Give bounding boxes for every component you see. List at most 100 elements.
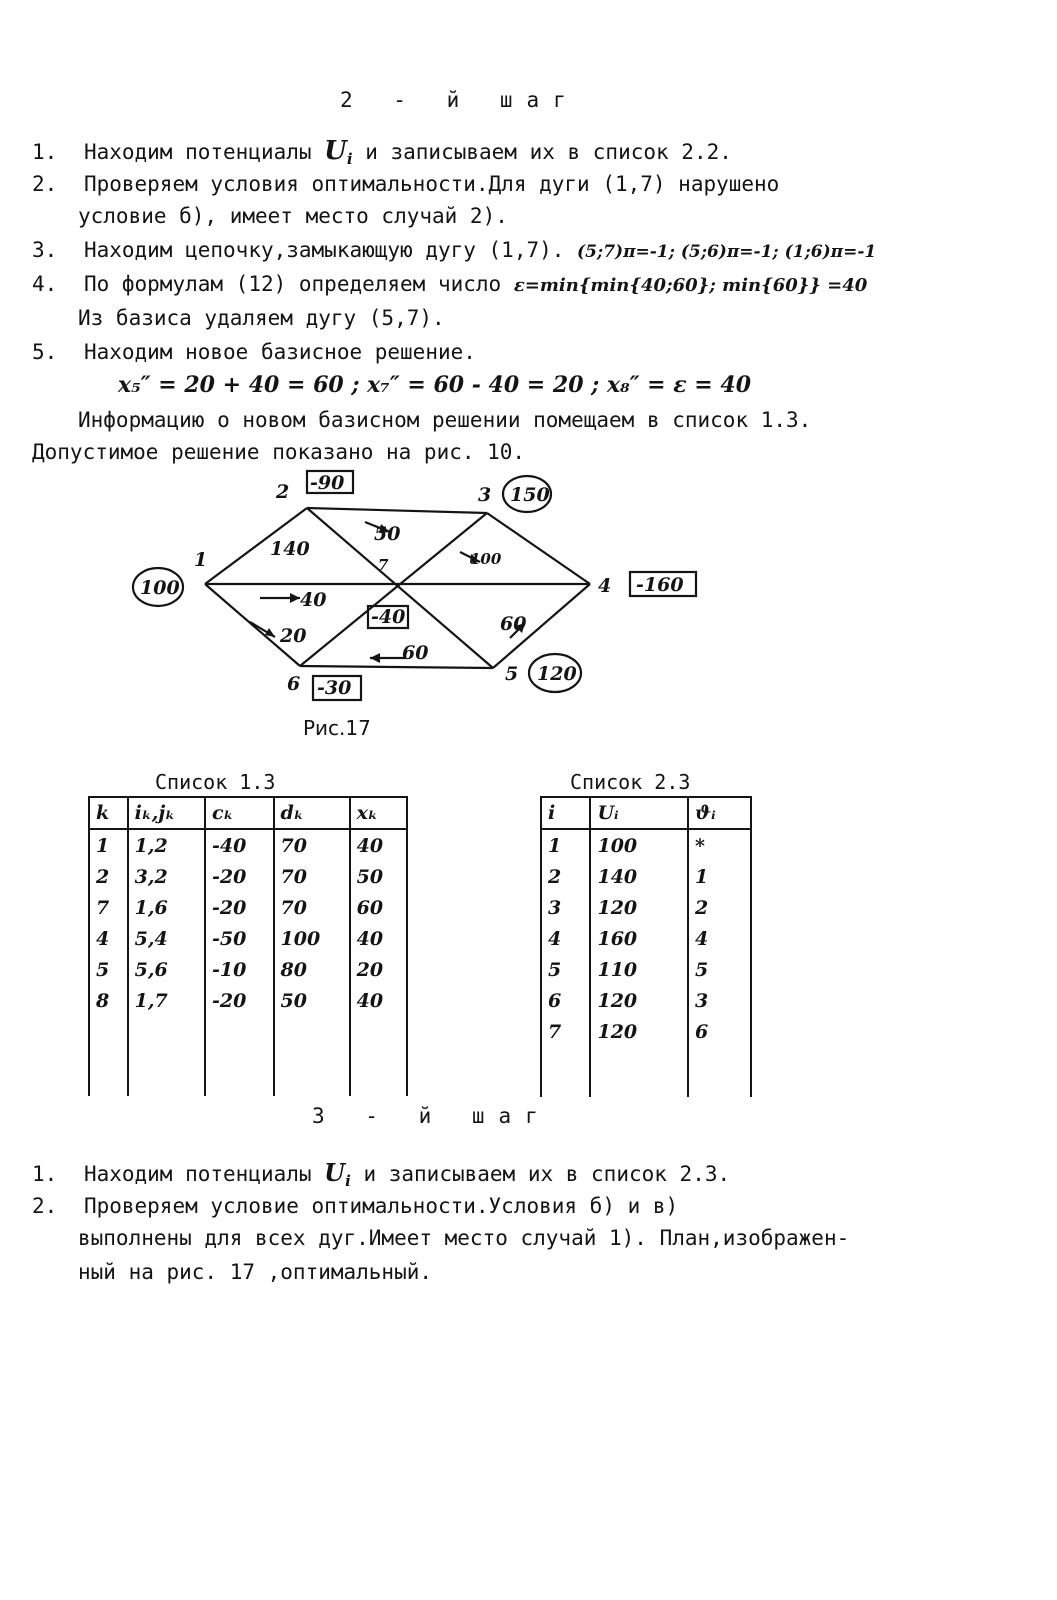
- figure-caption: Рис.17: [303, 716, 371, 740]
- edge-label-6-5: 60: [402, 642, 428, 664]
- cell: 2: [539, 861, 592, 892]
- node-5-value: 120: [537, 663, 577, 685]
- cell: 5: [539, 954, 592, 985]
- potential-symbol: U: [324, 1158, 346, 1187]
- node-3-value: 150: [510, 484, 550, 506]
- cell: -20: [204, 985, 275, 1016]
- list13-title: Список 1.3: [155, 770, 276, 794]
- cell: -20: [204, 861, 275, 892]
- item-text: Из базиса удаляем дугу (5,7).: [78, 306, 445, 330]
- cell: 1,6: [126, 892, 207, 923]
- node-5-label: 5: [505, 663, 518, 685]
- node-1-label: 1: [194, 549, 207, 571]
- list13-table: k iₖ,jₖ cₖ dₖ xₖ 1 1,2 -40 70 40 2 3,2 -…: [88, 796, 409, 1096]
- edge-5-4: [492, 583, 591, 669]
- item-text: ный на рис. 17 ,оптимальный.: [78, 1260, 433, 1284]
- node-6-label: 6: [287, 673, 300, 695]
- edge-label-1-4: 40: [300, 589, 326, 611]
- table-row: 6 120 3: [539, 985, 753, 1016]
- cell: 20: [348, 954, 409, 985]
- edge-label-5-4: 60: [500, 613, 526, 635]
- cell: 3: [686, 985, 753, 1016]
- node-6-value: -30: [317, 677, 351, 699]
- step2-title: 2 - й шаг: [340, 88, 580, 112]
- table-filler-row: [539, 1047, 753, 1097]
- edge-label-2-3: 50: [374, 523, 400, 545]
- item-text: Проверяем условие оптимальности.Условия …: [83, 1194, 679, 1218]
- paragraph-feasible: Допустимое решение показано на рис. 10.: [32, 440, 526, 464]
- item-number: 1.: [32, 140, 58, 164]
- cell: -20: [204, 892, 275, 923]
- node-4-value: -160: [636, 574, 684, 596]
- cell: 40: [348, 985, 409, 1016]
- list23-title: Список 2.3: [570, 770, 691, 794]
- cell: 5,6: [126, 954, 207, 985]
- network-figure: 100 1 -90 2 150 3 -160 4 -40 7 120 5 -30…: [131, 469, 698, 702]
- item-text: Находим потенциалы: [83, 1162, 325, 1186]
- cell: 120: [589, 1016, 689, 1047]
- table-row: 8 1,7 -20 50 40: [88, 985, 409, 1016]
- cell: -40: [204, 829, 275, 861]
- cell: 1: [686, 861, 753, 892]
- list13-header-ij: iₖ,jₖ: [126, 796, 207, 830]
- node-6-box: [311, 674, 363, 702]
- step3-item-2: 2. Проверяем условие оптимальности.Услов…: [32, 1194, 678, 1218]
- step3-title: 3 - й шаг: [312, 1104, 552, 1128]
- item-text: условие б), имеет место случай 2).: [78, 204, 508, 228]
- cell: -50: [204, 923, 275, 954]
- cell: 8: [88, 985, 129, 1016]
- list23-header-u: Uᵢ: [589, 796, 689, 830]
- item-tail: и записываем их в список 2.2.: [365, 140, 732, 164]
- table-row: 1 1,2 -40 70 40: [88, 829, 409, 861]
- cell: 40: [348, 923, 409, 954]
- table-row: 1 100 *: [539, 829, 753, 861]
- table-row: 7 1,6 -20 70 60: [88, 892, 409, 923]
- new-solution-formula: x₅″ = 20 + 40 = 60 ; x₇″ = 60 - 40 = 20 …: [118, 372, 752, 398]
- cell: 140: [589, 861, 689, 892]
- cell: 5: [88, 954, 129, 985]
- node-1-circle: [131, 566, 185, 608]
- potential-subscript: i: [346, 150, 353, 169]
- cell: 4: [686, 923, 753, 954]
- cell: 5,4: [126, 923, 207, 954]
- cell: 160: [589, 923, 689, 954]
- item-text: Проверяем условия оптимальности.Для дуги…: [83, 172, 780, 196]
- edge-label-1-6: 20: [279, 625, 306, 647]
- list13-header-c: cₖ: [204, 796, 275, 830]
- cell: 100: [589, 829, 689, 861]
- node-4-box: [628, 570, 698, 598]
- node-5-circle: [527, 652, 583, 694]
- cell: 5: [686, 954, 753, 985]
- node-7-value: -40: [371, 606, 405, 628]
- node-2-box: [305, 469, 355, 495]
- node-7-label: 7: [378, 556, 389, 574]
- node-7-box: [366, 604, 410, 630]
- cell: 6: [539, 985, 592, 1016]
- paragraph-info: Информацию о новом базисном решении поме…: [78, 408, 812, 432]
- item-text: Находим новое базисное решение.: [83, 340, 476, 364]
- node-4-label: 4: [598, 575, 611, 597]
- cell: 100: [272, 923, 351, 954]
- table-row: 7 120 6: [539, 1016, 753, 1047]
- item-number: 5.: [32, 340, 58, 364]
- item-text: выполнены для всех дуг.Имеет место случа…: [78, 1226, 850, 1250]
- edge-3-4: [486, 512, 591, 585]
- cell: 50: [348, 861, 409, 892]
- cell: 40: [348, 829, 409, 861]
- item-number: 3.: [32, 238, 58, 262]
- cell: 7: [539, 1016, 592, 1047]
- list23-header-theta: ϑᵢ: [686, 796, 753, 830]
- cell: 70: [272, 829, 351, 861]
- potential-subscript: i: [345, 1172, 351, 1191]
- epsilon-handwritten: ε=min{min{40;60}; min{60}} =40: [513, 275, 868, 296]
- step2-item-4: 4. По формулам (12) определяем число ε=m…: [32, 272, 867, 296]
- node-2-value: -90: [310, 472, 344, 494]
- item-number: 2.: [32, 172, 58, 196]
- cell: 120: [589, 892, 689, 923]
- edge-1-2: [204, 507, 308, 585]
- cell: 6: [686, 1016, 753, 1047]
- cell: 1: [88, 829, 129, 861]
- potential-symbol: U: [324, 136, 347, 166]
- node-3-label: 3: [478, 484, 491, 506]
- step3-item-1: 1. Находим потенциалы Ui и записываем их…: [32, 1158, 730, 1190]
